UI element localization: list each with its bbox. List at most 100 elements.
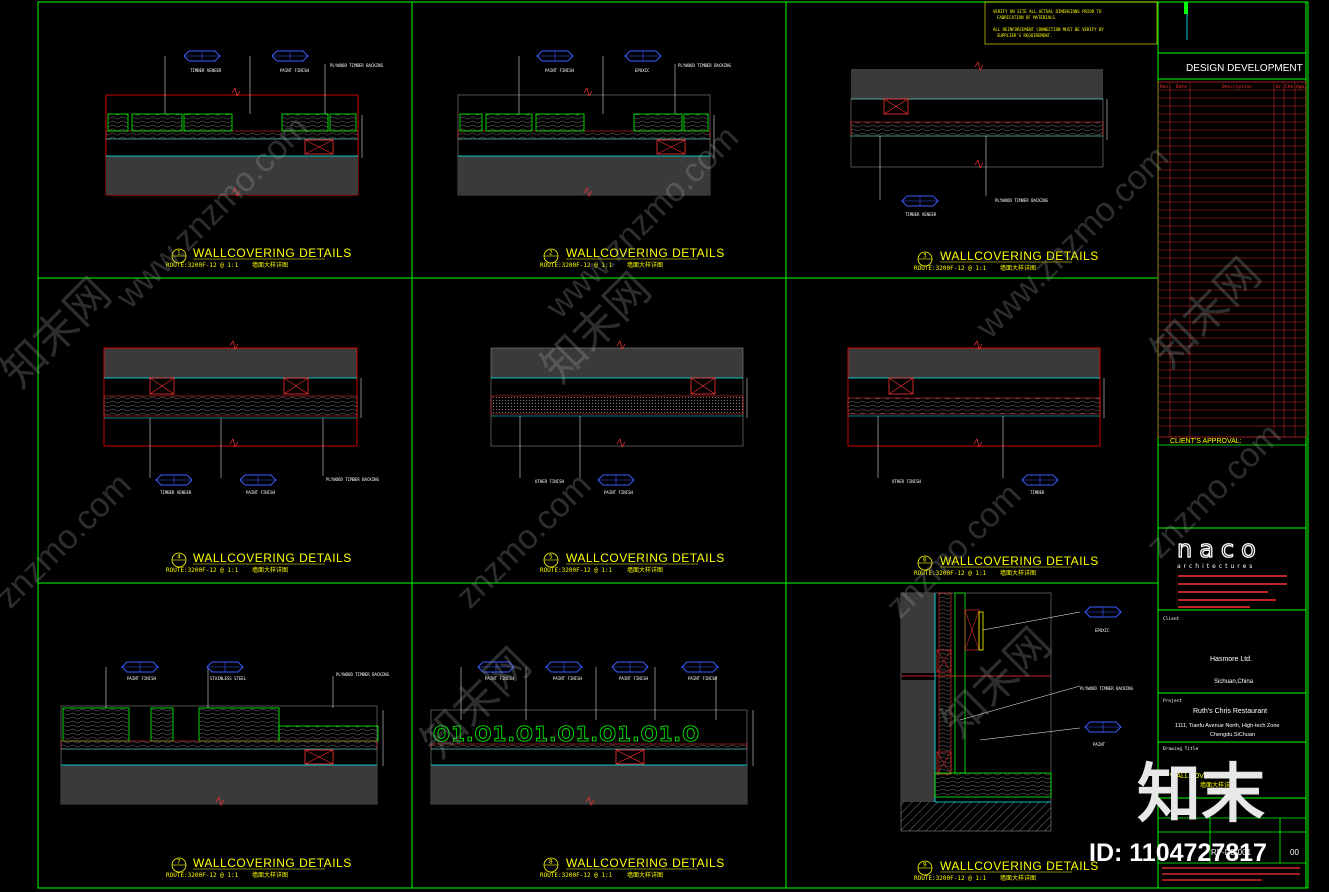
svg-text:Description: Description xyxy=(1222,84,1252,90)
svg-text:ROUTE:3200F-12 @ 1:1: ROUTE:3200F-12 @ 1:1 xyxy=(914,875,987,882)
svg-text:PAINT: PAINT xyxy=(1093,742,1106,747)
svg-text:znzmo.com: znzmo.com xyxy=(879,476,1029,626)
detail-3: TIMBER VENEER PLYWOOD TIMBER BACKING 3 W… xyxy=(850,69,1108,272)
svg-text:SUPPLIER'S REQUIREMENT.: SUPPLIER'S REQUIREMENT. xyxy=(997,33,1052,38)
svg-text:TIMBER VENEER: TIMBER VENEER xyxy=(160,490,192,495)
svg-text:ROUTE:3200F-12 @ 1:1: ROUTE:3200F-12 @ 1:1 xyxy=(914,265,987,272)
svg-text:9: 9 xyxy=(923,862,927,869)
svg-text:EPOXIC: EPOXIC xyxy=(635,68,650,73)
drawing-title: WALLCOVERING DETAILS xyxy=(1170,773,1257,780)
detail-6: OTHER FINISH TIMBER 6 WALLCOVERING DETAI… xyxy=(847,347,1105,577)
svg-text:PLYWOOD TIMBER BACKING: PLYWOOD TIMBER BACKING xyxy=(678,63,732,68)
svg-text:PLYWOOD TIMBER BACKING: PLYWOOD TIMBER BACKING xyxy=(326,477,380,482)
svg-text:STAINLESS STEEL: STAINLESS STEEL xyxy=(210,676,247,681)
detail-4: TIMBER VENEER PAINT FINISH PLYWOOD TIMBE… xyxy=(103,347,380,574)
revision-number: 00 xyxy=(1290,848,1299,857)
svg-text:ROUTE:3200F-12 @ 1:1: ROUTE:3200F-12 @ 1:1 xyxy=(166,567,239,574)
svg-text:Sichuan,China: Sichuan,China xyxy=(1214,679,1254,685)
svg-text:PAINT FINISH: PAINT FINISH xyxy=(604,490,633,495)
svg-text:Chk.: Chk. xyxy=(1285,84,1296,90)
detail-8: O1.O1.O1.O1.O1.O1.O PAINT FINISH PAINT F… xyxy=(430,661,754,879)
svg-text:App.: App. xyxy=(1296,84,1307,90)
svg-text:PLYWOOD TIMBER BACKING: PLYWOOD TIMBER BACKING xyxy=(330,63,384,68)
detail-title: WALLCOVERING DETAILS xyxy=(193,856,352,870)
detail-title: WALLCOVERING DETAILS xyxy=(940,554,1099,568)
svg-text:znzmo.com: znzmo.com xyxy=(449,466,599,616)
tag-label: TIMBER VENEER xyxy=(190,68,222,73)
svg-text:OTHER FINISH: OTHER FINISH xyxy=(535,479,564,484)
svg-text:PAINT FINISH: PAINT FINISH xyxy=(619,676,648,681)
project-name: Ruth's Chris Restaurant xyxy=(1193,708,1267,715)
title-block: DESIGN DEVELOPMENT xyxy=(1157,1,1307,889)
brand-watermark: 知末 xyxy=(1137,758,1265,832)
svg-text:Dr.: Dr. xyxy=(1276,84,1284,90)
svg-text:OTHER FINISH: OTHER FINISH xyxy=(892,479,921,484)
detail-1: TIMBER VENEER PAINT FINISH PLYWOOD TIMBE… xyxy=(105,50,384,269)
svg-text:墙面大样详图: 墙面大样详图 xyxy=(1200,781,1236,789)
image-id-watermark: ID: 1104727817 xyxy=(1089,839,1267,867)
detail-title: WALLCOVERING DETAILS xyxy=(940,249,1099,263)
svg-text:2: 2 xyxy=(549,250,553,257)
firm-address-lines xyxy=(1178,575,1287,608)
svg-text:8: 8 xyxy=(549,859,553,866)
detail-title: WALLCOVERING DETAILS xyxy=(193,551,352,565)
detail-title: WALLCOVERING DETAILS xyxy=(940,859,1099,873)
svg-text:PAINT FINISH: PAINT FINISH xyxy=(246,490,275,495)
svg-text:PLYWOOD TIMBER BACKING: PLYWOOD TIMBER BACKING xyxy=(1080,686,1134,691)
svg-text:Rev.: Rev. xyxy=(1160,84,1171,90)
detail-9: EPOXIC PLYWOOD TIMBER BACKING PAINT 9 WA… xyxy=(900,592,1134,882)
svg-text:1111, Tianfu Avenue North, Hig: 1111, Tianfu Avenue North, High-tech Zon… xyxy=(1175,723,1279,729)
svg-text:PAINT FINISH: PAINT FINISH xyxy=(127,676,156,681)
revision-table-rows xyxy=(1158,82,1306,437)
svg-text:Project: Project xyxy=(1163,698,1182,704)
svg-text:VERIFY ON SITE ALL ACTUAL DIME: VERIFY ON SITE ALL ACTUAL DIMENSIONS PRI… xyxy=(993,9,1102,14)
stage-label: DESIGN DEVELOPMENT xyxy=(1186,63,1303,74)
wood-strip-pattern: O1.O1.O1.O1.O1.O1.O xyxy=(433,722,700,746)
svg-text:4: 4 xyxy=(177,554,181,561)
svg-text:Drawing Title: Drawing Title xyxy=(1163,746,1199,752)
svg-text:ROUTE:3200F-12 @ 1:1: ROUTE:3200F-12 @ 1:1 xyxy=(540,872,613,879)
svg-text:PLYWOOD TIMBER BACKING: PLYWOOD TIMBER BACKING xyxy=(336,672,390,677)
svg-text:墙面大样详图: 墙面大样详图 xyxy=(252,261,288,269)
svg-text:ROUTE:3200F-12 @ 1:1: ROUTE:3200F-12 @ 1:1 xyxy=(914,570,987,577)
svg-text:ROUTE:3200F-12 @ 1:1: ROUTE:3200F-12 @ 1:1 xyxy=(540,567,613,574)
svg-text:墙面大样详图: 墙面大样详图 xyxy=(627,566,663,574)
svg-text:ALL REINFORCEMENT CONNECTION M: ALL REINFORCEMENT CONNECTION MUST BE VER… xyxy=(993,27,1104,32)
svg-text:PAINT FINISH: PAINT FINISH xyxy=(545,68,574,73)
svg-text:知末网: 知末网 xyxy=(0,268,121,397)
svg-text:znzmo.com: znzmo.com xyxy=(0,466,139,616)
svg-text:墙面大样详图: 墙面大样详图 xyxy=(1000,264,1036,272)
firm-logo: naco xyxy=(1177,535,1263,563)
svg-text:1: 1 xyxy=(177,250,181,257)
detail-title: WALLCOVERING DETAILS xyxy=(566,246,725,260)
svg-text:知末网: 知末网 xyxy=(1142,248,1271,377)
svg-text:3: 3 xyxy=(923,253,927,260)
svg-text:墙面大样详图: 墙面大样详图 xyxy=(1000,874,1036,882)
detail-title: WALLCOVERING DETAILS xyxy=(566,856,725,870)
svg-text:PLYWOOD TIMBER BACKING: PLYWOOD TIMBER BACKING xyxy=(995,198,1049,203)
break-marks xyxy=(215,61,984,806)
drawing-number: RP-D3-001 xyxy=(1211,848,1252,857)
detail-title: WALLCOVERING DETAILS xyxy=(193,246,352,260)
svg-text:7: 7 xyxy=(177,859,181,866)
general-notes: VERIFY ON SITE ALL ACTUAL DIMENSIONS PRI… xyxy=(984,1,1158,45)
svg-text:EPOXIC: EPOXIC xyxy=(1095,628,1110,633)
svg-text:ROUTE:3200F-12 @ 1:1: ROUTE:3200F-12 @ 1:1 xyxy=(166,872,239,879)
svg-text:PAINT FINISH: PAINT FINISH xyxy=(688,676,717,681)
svg-text:Chengdu,SiChuan: Chengdu,SiChuan xyxy=(1210,732,1255,738)
svg-text:www.znzmo.com: www.znzmo.com xyxy=(108,108,316,316)
detail-7: PAINT FINISH STAINLESS STEEL PLYWOOD TIM… xyxy=(60,661,390,879)
svg-text:ROUTE:3200F-12 @ 1:1: ROUTE:3200F-12 @ 1:1 xyxy=(540,262,613,269)
svg-text:PAINT FINISH: PAINT FINISH xyxy=(485,676,514,681)
svg-text:5: 5 xyxy=(549,554,553,561)
svg-text:墙面大样详图: 墙面大样详图 xyxy=(627,871,663,879)
svg-text:ROUTE:3200F-12 @ 1:1: ROUTE:3200F-12 @ 1:1 xyxy=(166,262,239,269)
svg-text:墙面大样详图: 墙面大样详图 xyxy=(1000,569,1036,577)
detail-2: PAINT FINISH EPOXIC PLYWOOD TIMBER BACKI… xyxy=(457,50,732,269)
svg-text:墙面大样详图: 墙面大样详图 xyxy=(252,871,288,879)
svg-text:FABRICATION OF MATERIALS.: FABRICATION OF MATERIALS. xyxy=(997,15,1057,20)
detail-title: WALLCOVERING DETAILS xyxy=(566,551,725,565)
svg-text:TIMBER VENEER: TIMBER VENEER xyxy=(905,212,937,217)
svg-text:www.znzmo.com: www.znzmo.com xyxy=(968,138,1176,346)
